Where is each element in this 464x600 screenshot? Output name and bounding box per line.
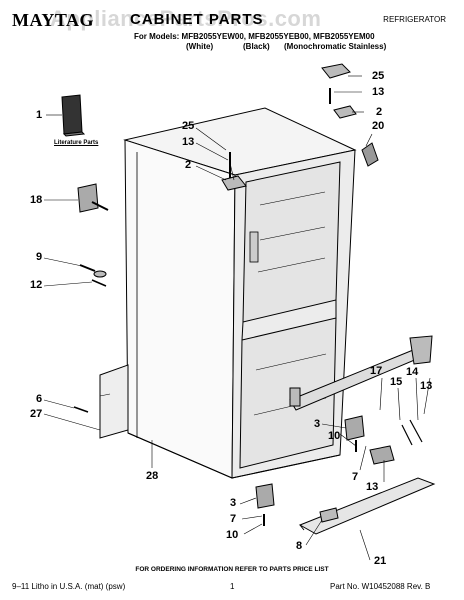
callout-7: 7 [352, 471, 359, 483]
litho-info: 9–11 Litho in U.S.A. (mat) (psw) [12, 582, 126, 591]
callout-28: 28 [146, 470, 159, 482]
callout-13: 13 [366, 481, 379, 493]
page-title: CABINET PARTS [130, 11, 264, 28]
page-number: 1 [230, 582, 235, 591]
callout-2: 2 [185, 159, 192, 171]
callout-21: 21 [374, 555, 387, 567]
toe-grille [298, 477, 436, 535]
right-lower-fasteners [369, 419, 423, 465]
finish-black: (Black) [243, 42, 270, 51]
callout-9: 9 [36, 251, 43, 263]
part-8-cap [319, 507, 339, 523]
model-list: For Models: MFB2055YEW00, MFB2055YEB00, … [134, 32, 375, 41]
callout-25: 25 [182, 120, 195, 132]
callout-20: 20 [372, 120, 385, 132]
ordering-note: FOR ORDERING INFORMATION REFER TO PARTS … [135, 566, 329, 573]
part-number: Part No. W10452088 Rev. B [330, 582, 431, 591]
lower-hinge-bar [289, 335, 433, 411]
callout-1: 1 [36, 109, 43, 121]
brand-logo: MAYTAG [12, 10, 95, 30]
callout-10: 10 [328, 430, 341, 442]
callout-25: 25 [372, 70, 385, 82]
callout-27: 27 [30, 408, 43, 420]
callout-3: 3 [230, 497, 237, 509]
cabinet-top-hinge [221, 152, 247, 191]
callout-12: 12 [30, 279, 43, 291]
literature-parts-label: Literature Parts [54, 140, 99, 146]
callout-15: 15 [390, 376, 403, 388]
watermark: AppliancePartsPros.com [50, 6, 322, 31]
part-18-component [77, 183, 109, 213]
callout-leaders [43, 75, 431, 561]
callout-14: 14 [406, 366, 419, 378]
door-top-hinge-assembly [321, 63, 379, 167]
side-bracket [73, 364, 129, 439]
lower-hinge-bottom [255, 483, 275, 526]
callout-13: 13 [372, 86, 385, 98]
callout-13: 13 [420, 380, 433, 392]
finish-stainless: (Monochromatic Stainless) [284, 42, 387, 51]
literature-booklet [61, 94, 86, 137]
callout-18: 18 [30, 194, 43, 206]
callout-13: 13 [182, 136, 195, 148]
finish-white: (White) [186, 42, 214, 51]
callout-17: 17 [370, 365, 383, 377]
appliance-category: REFRIGERATOR [383, 15, 446, 24]
callout-2: 2 [376, 106, 383, 118]
callout-8: 8 [296, 540, 303, 552]
callout-10: 10 [226, 529, 239, 541]
lower-hinge-left [344, 415, 365, 452]
callout-3: 3 [314, 418, 321, 430]
part-9-12-screws [79, 264, 107, 287]
callout-7: 7 [230, 513, 237, 525]
cabinet-body [123, 107, 357, 479]
callout-6: 6 [36, 393, 43, 405]
